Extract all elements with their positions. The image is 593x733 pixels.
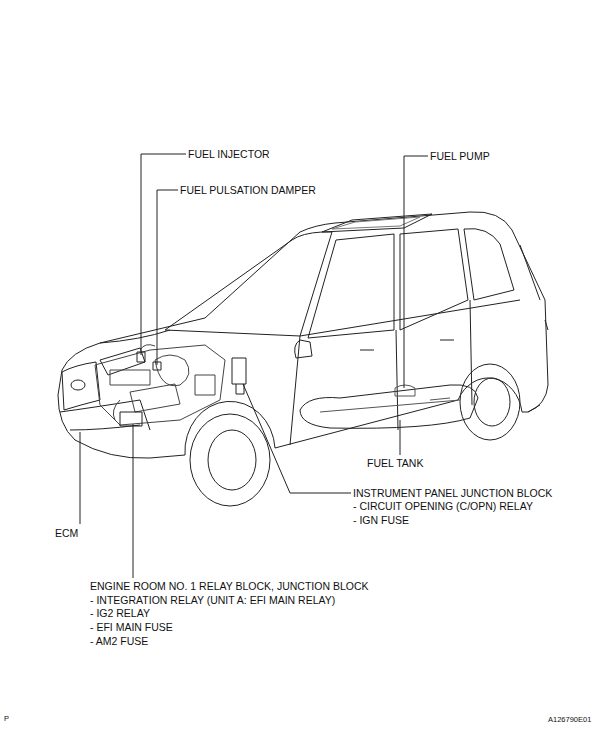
rear-hub (474, 378, 510, 426)
rear-window (400, 229, 468, 330)
hood-line (100, 330, 170, 343)
leader-line (133, 424, 134, 578)
part-label: FUEL TANK (367, 457, 423, 470)
front-hub (208, 430, 256, 490)
quarter-window (464, 229, 514, 300)
part-label: A126790E01 (548, 715, 591, 724)
part-label: ENGINE ROOM NO. 1 RELAY BLOCK, JUNCTION … (90, 580, 369, 593)
part-label: - AM2 FUSE (90, 635, 148, 648)
body-outline (58, 212, 548, 458)
part-label: - IGN FUSE (353, 514, 409, 527)
engine-room-block (120, 412, 142, 426)
grille (62, 362, 100, 410)
part-label: - EFI MAIN FUSE (90, 621, 173, 634)
part-label: ECM (55, 527, 78, 540)
fuel-tank (300, 385, 478, 429)
engine (95, 345, 225, 425)
part-label: FUEL INJECTOR (188, 148, 270, 161)
door-handles (360, 340, 454, 350)
junction-block (232, 358, 246, 394)
part-label: - IG2 RELAY (90, 607, 150, 620)
leader-line (243, 384, 351, 493)
part-label: - CIRCUIT OPENING (C/OPN) RELAY (353, 500, 533, 513)
emblem (71, 380, 85, 390)
windshield (165, 232, 332, 336)
sunroof (322, 214, 432, 232)
part-label: INSTRUMENT PANEL JUNCTION BLOCK (353, 487, 552, 500)
bumper (60, 400, 150, 430)
mirror (295, 340, 312, 358)
fuel-tank-detail (320, 385, 460, 412)
rear-wheel (460, 364, 520, 440)
part-label: - INTEGRATION RELAY (UNIT A: EFI MAIN RE… (90, 594, 335, 607)
part-label: FUEL PUMP (430, 150, 490, 163)
front-wheel (190, 414, 270, 506)
door-lines (290, 300, 520, 445)
part-label: FUEL PULSATION DAMPER (180, 184, 316, 197)
leader-line (404, 156, 428, 388)
part-label: P (4, 714, 9, 723)
leader-line (141, 154, 186, 355)
sunroof-glass (332, 217, 420, 229)
leader-line (157, 190, 178, 365)
leader-line (400, 420, 401, 455)
rear-details (520, 245, 548, 412)
leader-line (80, 432, 81, 524)
